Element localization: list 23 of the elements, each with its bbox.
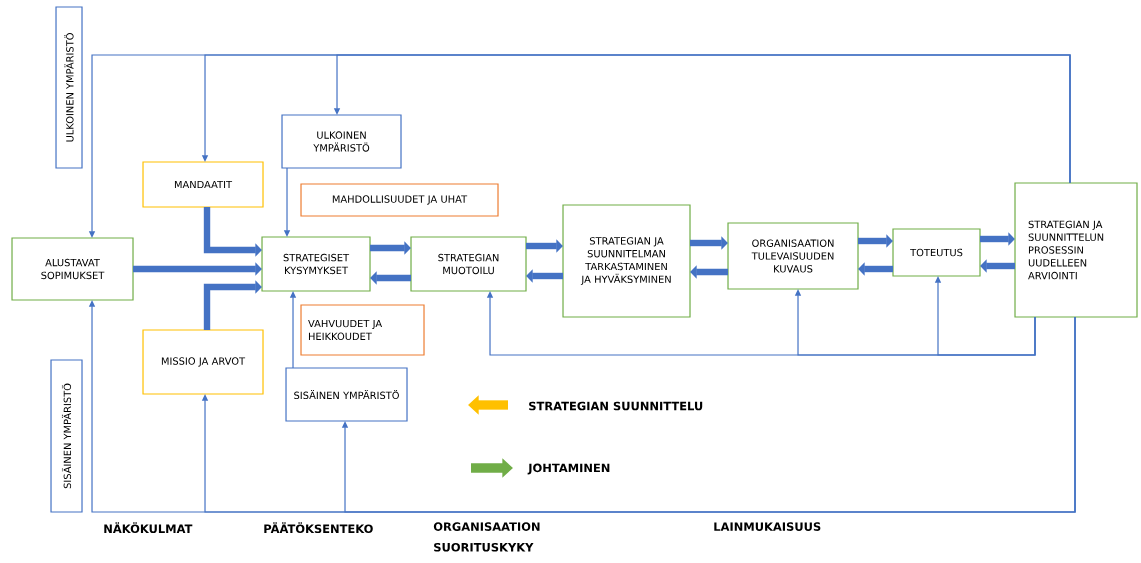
process-box: STRATEGIAN MUOTOILU — [410, 236, 527, 292]
process-box: STRATEGIAN JA SUUNNITELMAN TARKASTAMINEN JA HYVÄKSYMINEN — [562, 204, 691, 318]
process-box: ORGANISAATION TULEVAISUUDEN KUVAUS — [727, 222, 859, 290]
arrow — [486, 276, 1036, 356]
legend-label: STRATEGIAN SUUNNITTELU — [529, 401, 703, 411]
process-box: VAHVUUDET JA HEIKKOUDET — [300, 304, 425, 356]
process-box: TOTEUTUS — [892, 228, 981, 277]
category-label: NÄKÖKULMAT — [104, 522, 193, 534]
category-label: ORGANISAATION SUORITUSKYKY — [433, 522, 540, 552]
process-box: ALUSTAVAT SOPIMUKSET — [11, 237, 134, 301]
arrow — [88, 300, 1076, 513]
process-box: STRATEGISET KYSYMYKSET — [261, 236, 371, 292]
process-box: MAHDOLLISUUDET JA UHAT — [300, 183, 499, 217]
process-box: SISÄINEN YMPÄRISTÖ — [285, 367, 408, 422]
process-box: STRATEGIAN JA SUUNNITTELUN PROSESSIN UUDELLEEN ARVIOINTI — [1014, 182, 1138, 318]
category-label: PÄÄTÖKSENTEKO — [264, 522, 373, 534]
legend-label: JOHTAMINEN — [527, 463, 610, 475]
process-box: MANDAATIT — [142, 161, 264, 208]
process-box: ULKOINEN YMPÄRISTÖ — [281, 114, 402, 169]
label-box: ULKOINEN YMPÄRISTÖ — [55, 6, 83, 169]
label-box: SISÄINEN YMPÄRISTÖ — [50, 359, 83, 513]
category-label: LAINMUKAISUUS — [714, 522, 821, 531]
process-box: MISSIO JA ARVOT — [142, 329, 264, 395]
